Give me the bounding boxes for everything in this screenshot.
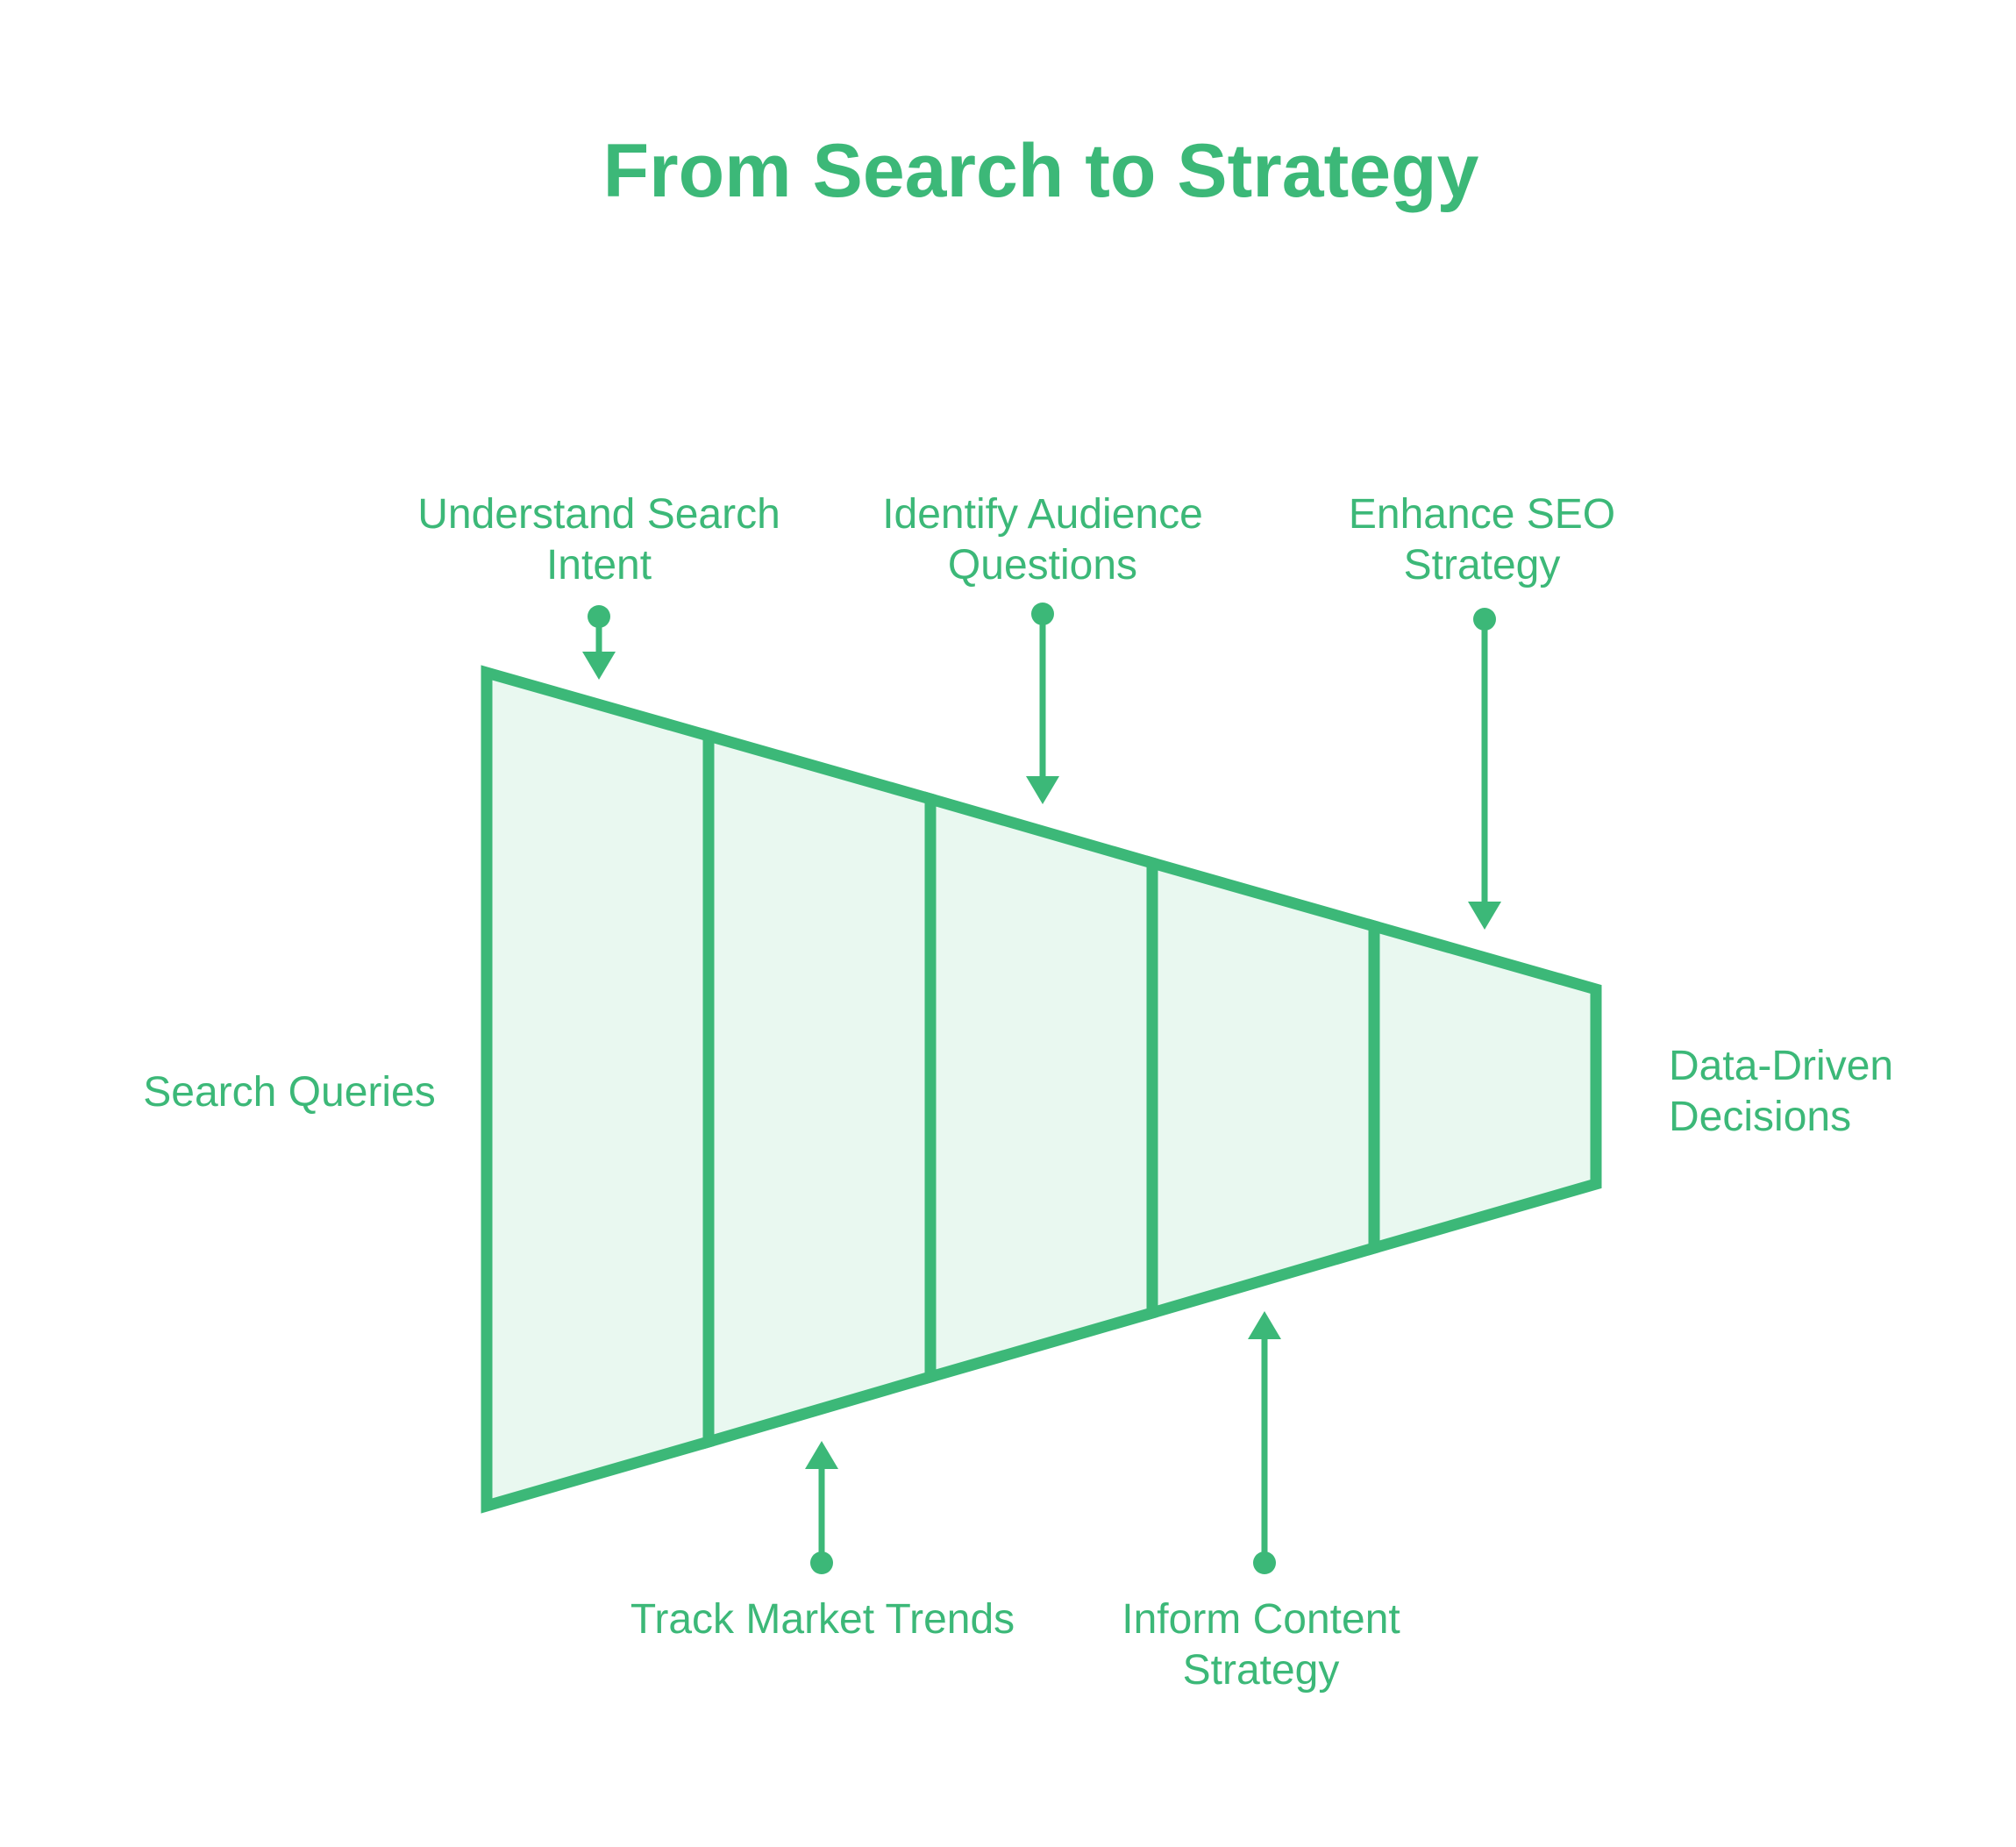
callout-label-identify-audience-questions: Identify Audience Questions bbox=[882, 491, 1203, 588]
funnel-segment-5 bbox=[1368, 918, 1602, 1256]
arrow-head bbox=[582, 652, 616, 680]
arrow-down-icon-3 bbox=[1468, 608, 1501, 930]
arrow-up-icon-2 bbox=[1248, 1311, 1281, 1574]
arrow-up-icon-1 bbox=[805, 1441, 838, 1574]
funnel-output-label: Data-Driven Decisions bbox=[1669, 1043, 1894, 1140]
page-title: From Search to Strategy bbox=[602, 129, 1479, 213]
arrow-head bbox=[1468, 902, 1501, 930]
funnel-segment-3 bbox=[924, 791, 1158, 1385]
arrow-head bbox=[1026, 776, 1059, 804]
arrow-head bbox=[1248, 1311, 1281, 1339]
callout-label-enhance-seo-strategy: Enhance SEO Strategy bbox=[1348, 491, 1616, 588]
arrow-line bbox=[1039, 614, 1046, 778]
arrow-line bbox=[1261, 1337, 1268, 1563]
arrow-head bbox=[805, 1441, 838, 1469]
arrow-down-icon-1 bbox=[582, 605, 616, 680]
funnel-segment-4 bbox=[1146, 855, 1380, 1321]
arrow-line bbox=[818, 1467, 825, 1563]
callout-label-inform-content-strategy: Inform Content Strategy bbox=[1122, 1596, 1400, 1694]
callout-label-understand-search-intent: Understand Search Intent bbox=[417, 491, 780, 588]
arrow-line bbox=[1481, 619, 1488, 903]
arrow-down-icon-2 bbox=[1026, 603, 1059, 804]
funnel-segment-1 bbox=[481, 665, 715, 1514]
funnel-input-label: Search Queries bbox=[143, 1069, 436, 1116]
funnel-segments bbox=[481, 665, 1602, 1514]
funnel-segment-2 bbox=[702, 728, 937, 1450]
callout-label-track-market-trends: Track Market Trends bbox=[630, 1596, 1015, 1643]
arrow-line bbox=[595, 617, 602, 656]
